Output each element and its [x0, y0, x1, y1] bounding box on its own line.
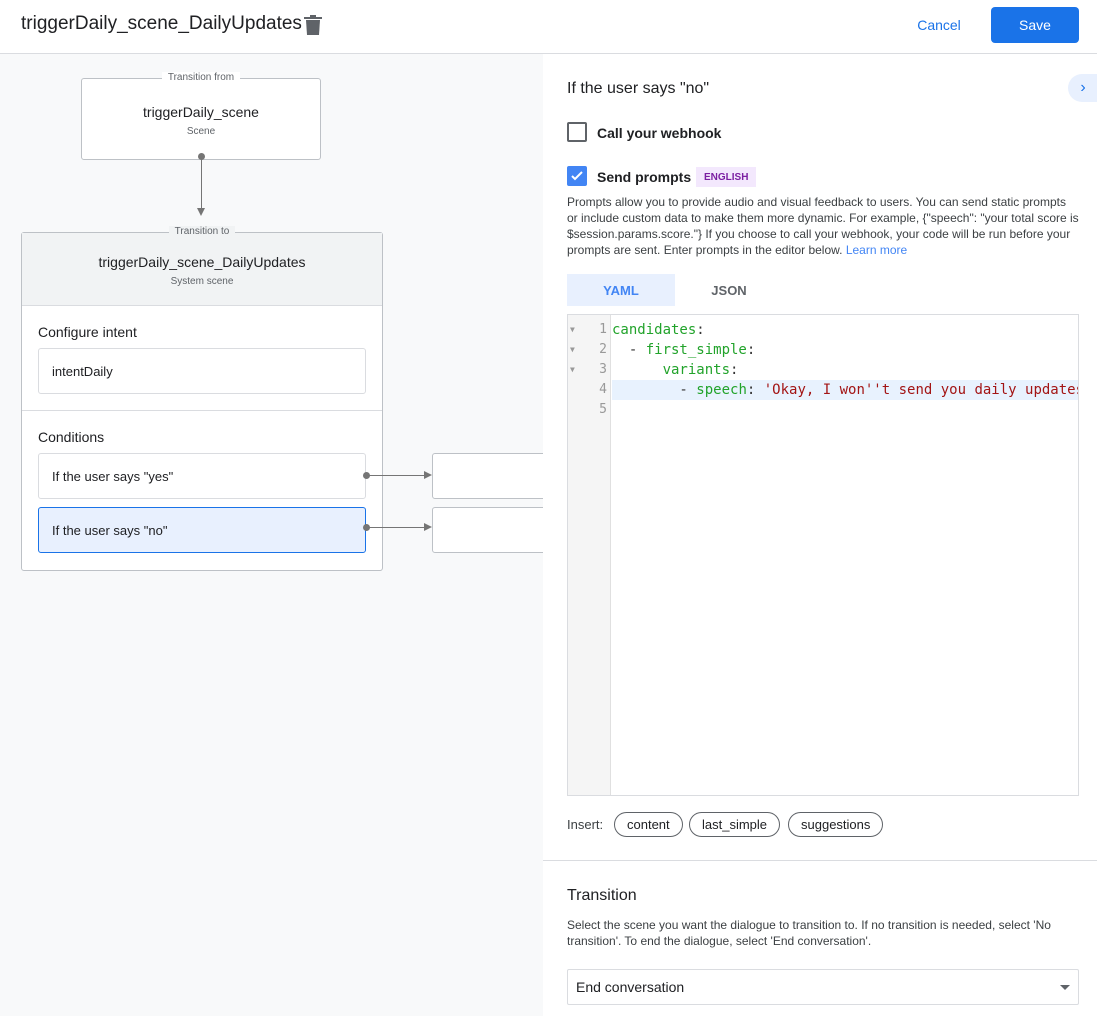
fold-icon[interactable]: ▼ — [570, 325, 575, 334]
code-line[interactable]: variants: — [662, 362, 739, 378]
panel-title: If the user says "no" — [567, 80, 710, 97]
arrow-icon — [197, 208, 205, 216]
line-number: ▼1 — [568, 320, 611, 340]
target-node-yes[interactable] — [432, 453, 543, 499]
arrow-icon — [424, 523, 432, 531]
insert-chip-content[interactable]: content — [614, 812, 683, 837]
line-number: ▼3 — [568, 360, 611, 380]
header: triggerDaily_scene_DailyUpdates Cancel S… — [0, 0, 1097, 54]
prompts-checkbox[interactable] — [567, 166, 587, 186]
fold-icon[interactable]: ▼ — [570, 345, 575, 354]
editor-gutter — [568, 315, 611, 795]
scene-title: triggerDaily_scene_DailyUpdates — [21, 13, 302, 34]
connector-line — [201, 157, 202, 210]
tab-yaml[interactable]: YAML — [567, 274, 675, 306]
code-line[interactable] — [612, 400, 1078, 420]
connector-dot — [198, 153, 205, 160]
insert-label: Insert: — [567, 817, 604, 832]
divider — [543, 860, 1097, 861]
arrow-icon — [424, 471, 432, 479]
code-line[interactable]: candidates: — [612, 322, 705, 338]
line-number: 5 — [599, 402, 607, 417]
insert-chip-last-simple[interactable]: last_simple — [689, 812, 781, 837]
divider — [22, 410, 382, 411]
transition-from-legend: Transition from — [161, 72, 241, 83]
intent-item[interactable]: intentDaily — [38, 348, 366, 394]
connector-line — [367, 527, 427, 528]
dropdown-arrow-icon — [1060, 985, 1070, 990]
from-scene-name: triggerDaily_scene — [143, 104, 259, 120]
transition-select[interactable]: End conversation — [567, 969, 1079, 1005]
transition-selected: End conversation — [576, 979, 685, 995]
condition-no[interactable]: If the user says "no" — [38, 507, 366, 553]
conditions-heading: Conditions — [38, 429, 105, 445]
transition-heading: Transition — [567, 887, 637, 904]
prompts-description: Prompts allow you to provide audio and v… — [567, 194, 1079, 258]
transition-from-node[interactable]: Transition from triggerDaily_scene Scene — [81, 72, 321, 160]
to-scene-name: triggerDaily_scene_DailyUpdates — [98, 254, 306, 270]
transition-to-legend: Transition to — [168, 226, 236, 237]
learn-more-link[interactable]: Learn more — [845, 243, 908, 257]
connector-line — [367, 475, 427, 476]
connector-dot — [363, 524, 370, 531]
configure-intent-heading: Configure intent — [38, 324, 137, 340]
fold-icon[interactable]: ▼ — [570, 365, 575, 374]
cancel-button[interactable]: Cancel — [917, 17, 961, 33]
line-number: 4 — [599, 382, 607, 397]
scene-header[interactable] — [22, 233, 382, 306]
trash-icon[interactable] — [304, 15, 322, 35]
webhook-label: Call your webhook — [597, 125, 722, 141]
transition-description: Select the scene you want the dialogue t… — [567, 918, 1051, 948]
check-icon — [571, 171, 583, 181]
chevron-right-icon[interactable]: › — [1068, 74, 1097, 102]
tab-json[interactable]: JSON — [711, 282, 747, 298]
from-scene-type: Scene — [186, 126, 216, 137]
description-text: Prompts allow you to provide audio and v… — [567, 195, 1079, 257]
flow-canvas: Transition from triggerDaily_scene Scene… — [0, 54, 543, 1016]
condition-yes[interactable]: If the user says "yes" — [38, 453, 366, 499]
save-button[interactable]: Save — [991, 7, 1079, 43]
line-number: ▼2 — [568, 340, 611, 360]
to-scene-type: System scene — [170, 276, 234, 287]
prompts-label: Send prompts — [597, 169, 692, 185]
target-node-no[interactable] — [432, 507, 543, 553]
code-line[interactable]: - first_simple: — [612, 342, 756, 358]
language-badge: ENGLISH — [696, 167, 757, 187]
insert-chip-suggestions[interactable]: suggestions — [788, 812, 884, 837]
connector-dot — [363, 472, 370, 479]
webhook-checkbox[interactable] — [567, 122, 587, 142]
code-line[interactable]: - speech: 'Okay, I won''t send you daily… — [612, 380, 1078, 400]
